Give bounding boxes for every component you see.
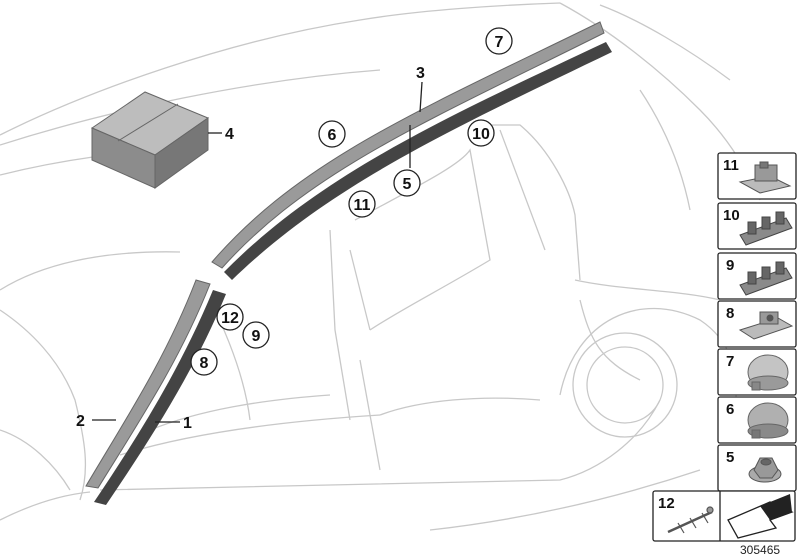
clip-icon — [739, 211, 793, 246]
callout-1: 1 — [183, 415, 192, 432]
panel-label-8: 8 — [726, 305, 734, 322]
callout-8: 8 — [200, 355, 209, 372]
clip-icon — [739, 261, 793, 296]
callout-10: 10 — [472, 126, 490, 143]
parts-box — [90, 91, 210, 189]
panel-label-6: 6 — [726, 401, 734, 418]
callout-12: 12 — [221, 310, 239, 327]
callout-3: 3 — [416, 65, 425, 82]
callout-2: 2 — [76, 413, 85, 430]
panel-label-9: 9 — [726, 257, 734, 274]
callout-7: 7 — [495, 34, 504, 51]
panel-label-7: 7 — [726, 353, 734, 370]
leader-lines — [92, 81, 423, 423]
document-number: 305465 — [740, 543, 780, 557]
panel-label-10: 10 — [723, 207, 740, 224]
callout-6: 6 — [328, 127, 337, 144]
cap-icon — [747, 402, 789, 439]
roof-strip-light — [85, 21, 605, 489]
callout-11: 11 — [354, 197, 371, 214]
parts-panel: 11 10 9 8 7 6 5 — [717, 152, 797, 492]
panel-label-12: 12 — [658, 495, 675, 512]
circled-callout-labels: 5 6 7 10 11 12 9 8 — [200, 34, 504, 372]
callout-9: 9 — [252, 328, 261, 345]
bottom-parts: 12 — [652, 490, 796, 542]
arrow-icon — [727, 494, 794, 539]
circled-callouts — [190, 27, 513, 376]
roof-strip-dark — [94, 42, 612, 505]
strip-clip-icon — [667, 506, 714, 534]
cap-icon — [747, 354, 789, 391]
nut-icon — [748, 457, 782, 483]
panel-label-5: 5 — [726, 449, 734, 466]
panel-label-11: 11 — [723, 157, 739, 174]
plain-callouts: 4 2 1 3 — [76, 65, 425, 432]
callout-4: 4 — [225, 126, 234, 143]
mount-clip-icon — [738, 311, 794, 340]
bracket-clip-icon — [738, 161, 792, 194]
callout-5: 5 — [403, 176, 412, 193]
